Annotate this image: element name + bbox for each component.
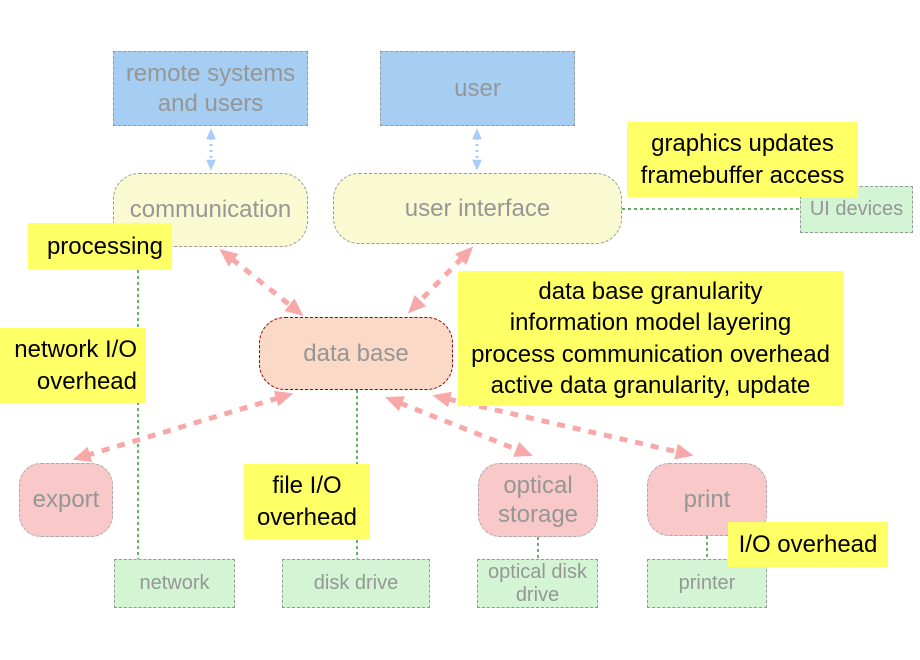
label-file-io-overhead: file I/O overhead — [244, 464, 370, 539]
label-processing: processing — [28, 223, 172, 270]
node-optical-storage: optical storage — [478, 463, 598, 537]
arrow-database-export — [72, 390, 294, 463]
arrow-database-opticalstorage — [385, 396, 533, 457]
node-user: user — [380, 51, 575, 126]
node-user-interface: user interface — [333, 173, 622, 244]
label-network-io-overhead: network I/O overhead — [0, 328, 146, 403]
device-disk-drive: disk drive — [282, 559, 430, 608]
label-graphics-updates: graphics updates framebuffer access — [627, 122, 858, 197]
node-export: export — [19, 463, 113, 537]
device-optical-disk-drive: optical disk drive — [477, 559, 598, 608]
arrow-database-print — [432, 391, 694, 460]
label-io-overhead: I/O overhead — [728, 522, 888, 567]
arrow-userinterface-database — [407, 246, 474, 314]
device-network: network — [114, 559, 235, 608]
node-communication: communication — [113, 173, 308, 247]
node-remote-systems: remote systems and users — [113, 51, 308, 126]
label-database-notes: data base granularity information model … — [458, 271, 843, 406]
node-data-base: data base — [259, 317, 453, 390]
device-printer: printer — [647, 559, 767, 608]
arrow-communication-database — [219, 249, 304, 316]
